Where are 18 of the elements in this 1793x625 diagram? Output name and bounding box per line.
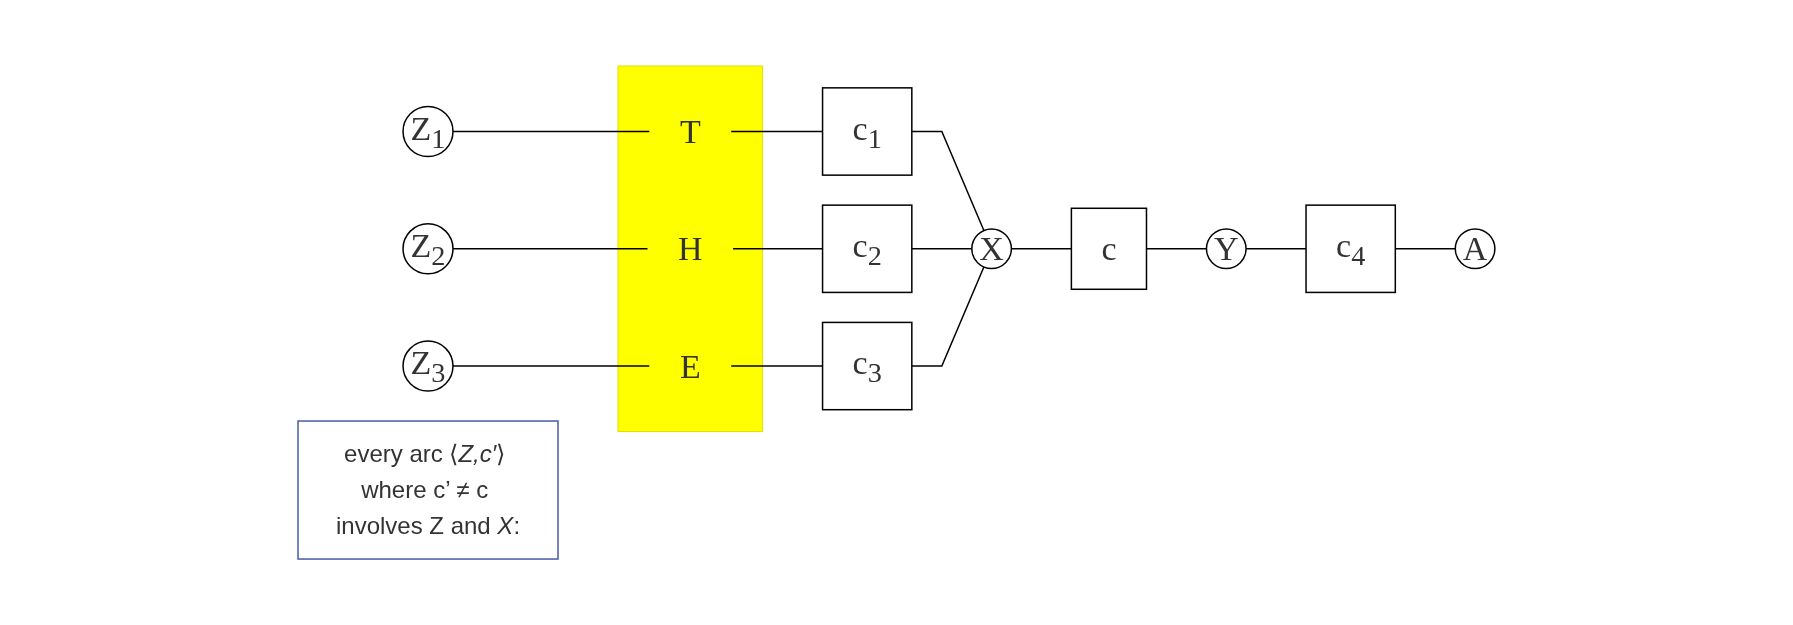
node-box: c: [1070, 207, 1148, 290]
node-box: c$_{2}$: [821, 204, 913, 294]
node-circle: Z$_{1}$: [402, 105, 454, 158]
node-circle: A: [1454, 228, 1496, 270]
node-circle: Z$_{3}$: [402, 340, 454, 392]
node-box: c$_{3}$: [821, 321, 913, 411]
node-box: c$_{4}$: [1305, 204, 1397, 294]
node-circle: X: [971, 228, 1013, 270]
node-text: T: [679, 112, 701, 150]
node-text: H: [678, 230, 703, 268]
node-circle: Z$_{2}$: [402, 223, 454, 275]
node-box: c$_{1}$: [821, 87, 913, 176]
connector: [911, 266, 985, 367]
connector: [911, 130, 985, 232]
node-circle: Y: [1205, 228, 1247, 270]
node-box: every arc ⟨Z,c′⟩ where c’ ≠ c involves Z and X:: [297, 420, 559, 560]
node-text: E: [679, 347, 701, 385]
cluster: [617, 65, 764, 433]
